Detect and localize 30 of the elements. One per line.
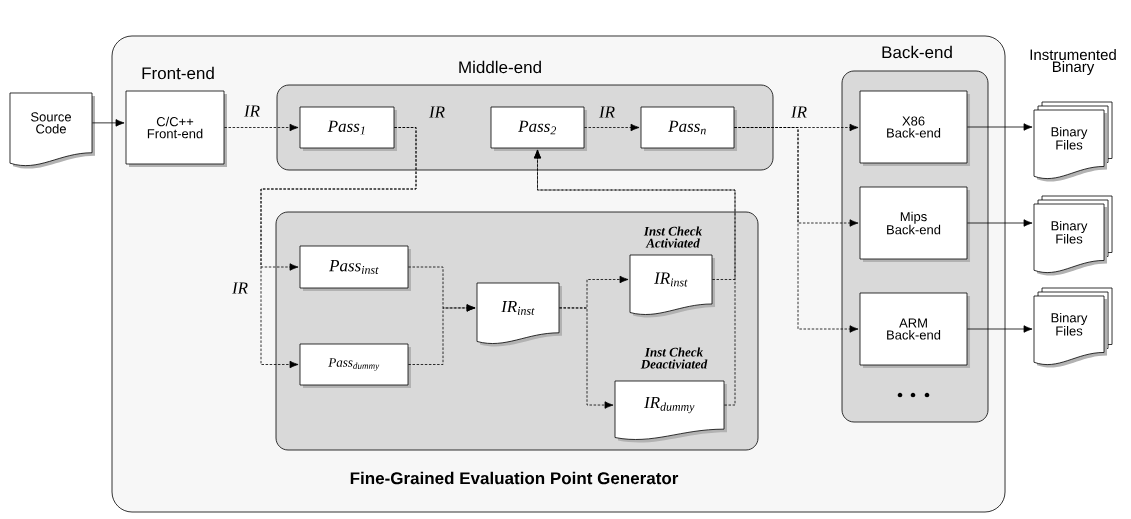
panel-heading: Fine-Grained Evaluation Point Generator	[350, 471, 679, 485]
process-box: ARM Back-end	[859, 292, 970, 368]
arrow	[967, 219, 1033, 227]
caption-text: Inst Check Deactiviated	[640, 347, 708, 369]
process-box: C/C++ Front-end	[125, 90, 227, 167]
column-heading: Instrumented Binary	[1030, 49, 1116, 75]
document-stack: Binary Files	[1033, 101, 1113, 182]
process-box: Mips Back-end	[859, 186, 970, 262]
arrow	[408, 304, 476, 365]
caption-text: Inst Check Activiated	[643, 226, 702, 248]
panel-heading: Front-end	[142, 66, 214, 80]
arrow	[92, 119, 125, 127]
arrow	[260, 127, 417, 369]
arrow	[559, 307, 614, 409]
process-box: Pass$_{dummy}$	[299, 343, 411, 388]
panel-heading: Back-end	[882, 45, 952, 59]
arrow	[584, 123, 640, 132]
document-stack: Binary Files	[1033, 195, 1113, 276]
process-box: Pass$_{n}$	[640, 106, 737, 151]
arrow	[967, 325, 1033, 333]
arrow	[224, 123, 299, 132]
process-box: Pass$_{inst}$	[299, 245, 411, 291]
arrow	[734, 127, 859, 333]
process-box: Pass$_{1}$	[299, 106, 397, 151]
process-box: Pass$_{2}$	[490, 106, 587, 151]
arrow	[967, 123, 1033, 131]
document-stack: Binary Files	[1033, 287, 1113, 368]
panel-heading: Middle-end	[459, 60, 541, 74]
process-box: X86 Back-end	[859, 90, 970, 166]
arrow	[533, 149, 736, 406]
